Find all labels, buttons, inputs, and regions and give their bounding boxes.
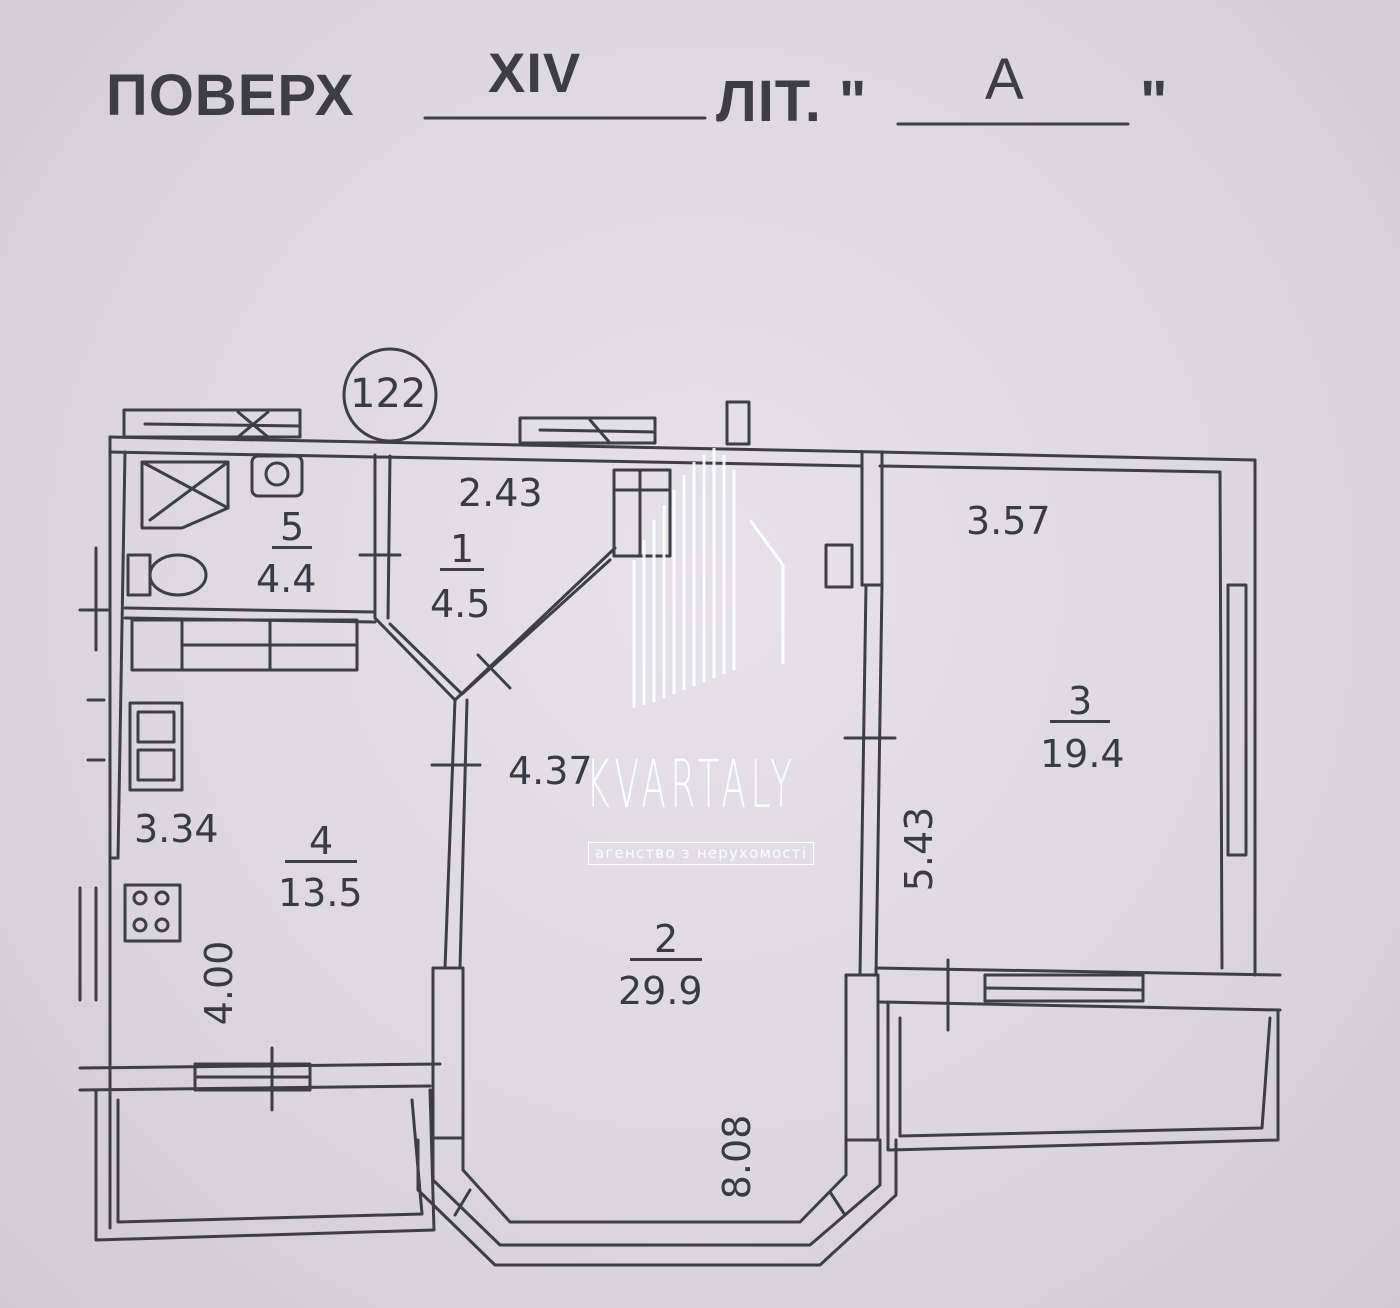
left-exterior-wall — [78, 435, 127, 1230]
right-exterior-wall — [1218, 458, 1257, 977]
lit-label: ЛІТ. " — [716, 69, 868, 134]
shower-tray — [140, 460, 230, 530]
electrical-panel — [824, 543, 854, 589]
right-balcony — [886, 1000, 1280, 1152]
room-5-number: 5 — [272, 508, 313, 549]
dimension-5-43: 5.43 — [897, 806, 941, 892]
room-3-area: 19.4 — [1040, 732, 1125, 776]
apartment-number: 122 — [350, 371, 427, 417]
bedroom-bottom-wall — [874, 958, 1282, 1032]
room-3-number: 3 — [1050, 682, 1111, 723]
top-window-left — [122, 408, 302, 439]
dimension-3-34: 3.34 — [134, 807, 219, 851]
hall-diagonal-walls — [373, 546, 617, 702]
floor-label: ПОВЕРХ — [106, 63, 355, 128]
living-bedroom-wall — [843, 450, 897, 977]
room-1-area: 4.5 — [430, 582, 491, 626]
room-2-area: 29.9 — [618, 969, 703, 1013]
ventilation-duct — [612, 468, 672, 558]
watermark-logo-icon — [632, 448, 785, 708]
kitchen-sink — [128, 701, 184, 792]
kitchen-living-wall — [430, 698, 482, 970]
room-2-number: 2 — [630, 920, 703, 961]
vent-shaft-top — [725, 400, 751, 446]
lit-close-quote: " — [1140, 69, 1169, 134]
left-balcony — [94, 1088, 436, 1242]
watermark-name: KVARTALY — [586, 746, 797, 823]
dimension-2-43: 2.43 — [458, 471, 543, 515]
apartment-number-circle — [342, 347, 438, 443]
top-window-right — [518, 416, 657, 445]
dimension-8-08: 8.08 — [715, 1114, 759, 1200]
lit-value: А — [985, 47, 1025, 112]
kitchen-stove — [123, 883, 182, 943]
room-1-number: 1 — [440, 530, 485, 571]
kitchen-bottom-wall — [78, 856, 442, 1112]
left-wall-openings — [78, 608, 112, 762]
top-exterior-wall — [108, 435, 1257, 474]
floor-value: XIV — [488, 41, 582, 104]
dimension-4-00: 4.00 — [197, 940, 241, 1026]
washbasin — [250, 454, 304, 498]
watermark-tagline: агенство з нерухомості — [588, 842, 815, 865]
dimension-3-57: 3.57 — [966, 499, 1051, 543]
dimension-4-37: 4.37 — [508, 749, 593, 793]
room-4-area: 13.5 — [278, 871, 363, 915]
room-4-number: 4 — [285, 822, 358, 863]
room-5-area: 4.4 — [256, 557, 317, 601]
toilet — [126, 553, 208, 597]
kitchen-counter-top — [130, 618, 359, 672]
living-bay-window — [416, 966, 898, 1267]
